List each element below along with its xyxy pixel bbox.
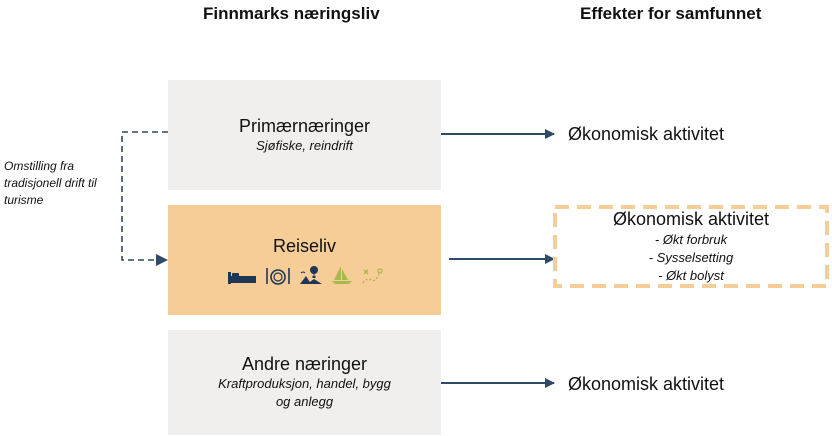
other-industries-title: Andre næringer — [241, 354, 368, 374]
effect-tourism-box: Økonomisk aktivitet - Økt forbruk - Syss… — [553, 206, 829, 287]
effect-primary: Økonomisk aktivitet — [568, 124, 725, 144]
effect-other: Økonomisk aktivitet — [568, 374, 725, 394]
primary-industries-subtitle: Sjøfiske, reindrift — [256, 137, 353, 153]
other-industries-subtitle-line1: Kraftproduksjon, handel, bygg — [218, 376, 391, 391]
bed-icon — [227, 271, 256, 284]
dining-icon — [265, 267, 290, 285]
transition-dashed-connector — [121, 131, 168, 261]
effect-tourism-bullet-3: - Økt bolyst — [658, 267, 724, 283]
sailboat-icon — [331, 265, 352, 284]
other-industries-subtitle-line2: og anlegg — [275, 394, 334, 409]
effect-tourism-title: Økonomisk aktivitet — [612, 208, 770, 229]
tourism-icons — [227, 265, 383, 285]
right-column-header: Effekter for samfunnet — [580, 4, 762, 23]
tourism-title: Reiseliv — [272, 235, 337, 256]
transition-note: Omstilling fra tradisjonell drift til tu… — [4, 159, 97, 207]
left-column-header: Finnmarks næringsliv — [203, 4, 380, 23]
other-industries-box: Andre næringer Kraftproduksjon, handel, … — [168, 330, 441, 435]
primary-industries-title: Primærnæringer — [238, 115, 371, 136]
effect-tourism-bullet-2: - Sysselsetting — [648, 249, 734, 265]
effect-tourism-bullet-1: - Økt forbruk — [654, 231, 728, 247]
tourism-box: Reiseliv — [168, 205, 441, 315]
transition-arrowhead — [156, 254, 168, 266]
primary-industries-box: Primærnæringer Sjøfiske, reindrift — [168, 80, 441, 190]
treasure-map-icon — [361, 267, 383, 283]
landscape-icon — [299, 265, 322, 284]
